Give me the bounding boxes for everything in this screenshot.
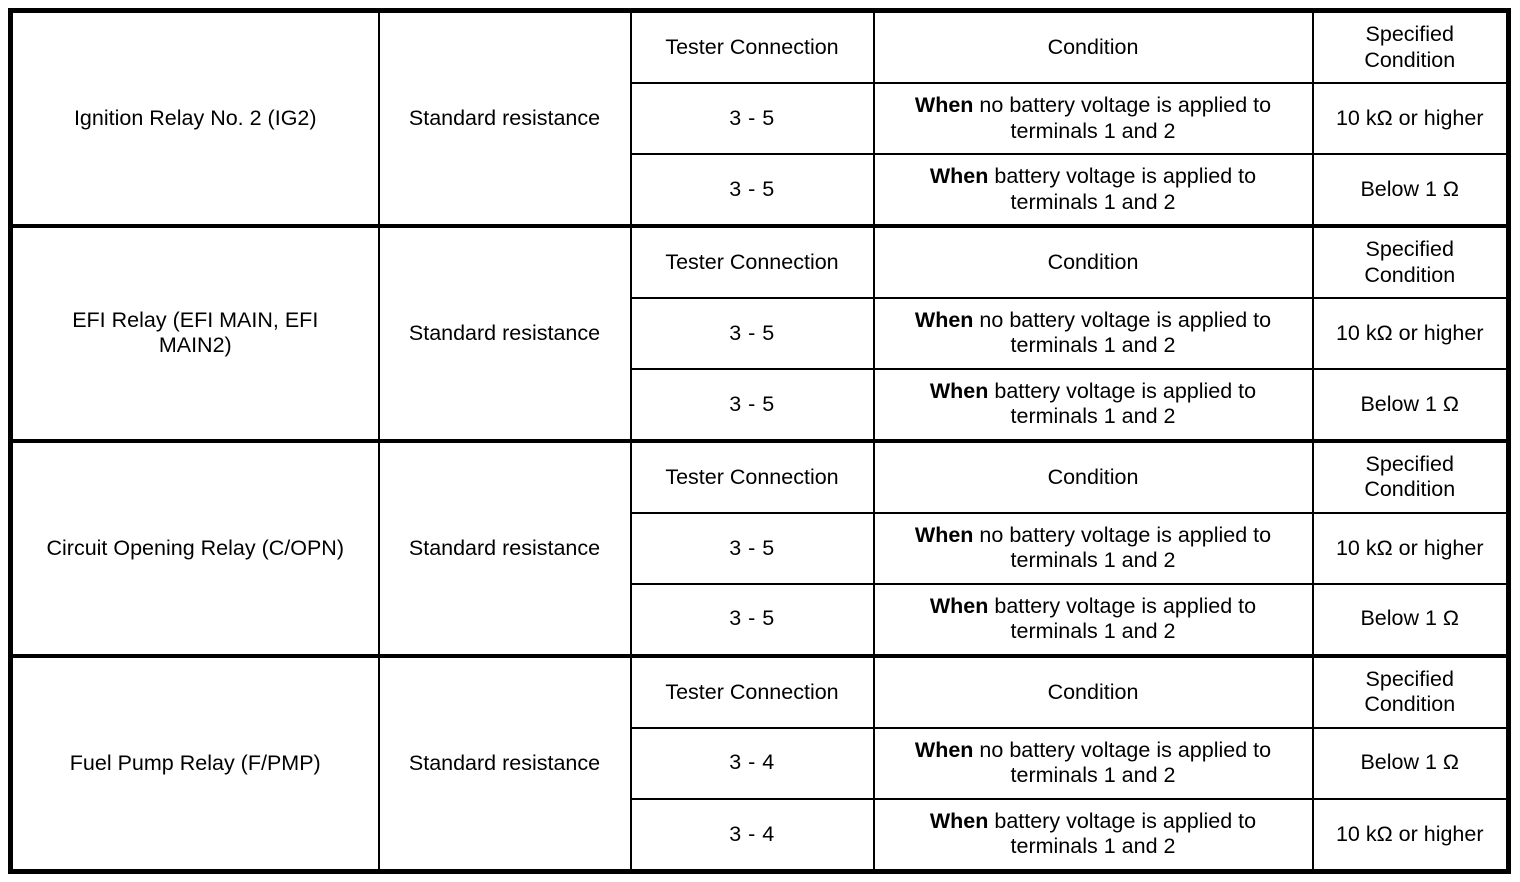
tester-connection-header: Tester Connection bbox=[629, 653, 875, 729]
tester-connection-value: 3 - 5 bbox=[629, 582, 875, 657]
condition-rest-line-1: no battery voltage is applied to bbox=[973, 522, 1272, 547]
table-body: Ignition Relay No. 2 (IG2)Standard resis… bbox=[9, 8, 1510, 873]
condition-header: Condition bbox=[872, 224, 1314, 300]
specified-condition-header-line-1: Specified bbox=[1365, 21, 1454, 46]
condition-lead-word: When bbox=[914, 92, 974, 117]
condition-lead-word: When bbox=[929, 593, 989, 618]
table-row: Circuit Opening Relay (C/OPN)Standard re… bbox=[9, 438, 1510, 657]
condition-rest-line-1: no battery voltage is applied to bbox=[973, 737, 1272, 762]
relay-name-cell: Fuel Pump Relay (F/PMP) bbox=[9, 653, 380, 873]
specified-condition-value: 10 kΩ or higher bbox=[1311, 797, 1510, 873]
condition-lead-word: When bbox=[929, 378, 989, 403]
specified-condition-value: Below 1 Ω bbox=[1311, 582, 1510, 657]
relay-name-cell: Circuit Opening Relay (C/OPN) bbox=[9, 438, 380, 657]
relay-inspection-table: Ignition Relay No. 2 (IG2)Standard resis… bbox=[8, 8, 1511, 874]
tester-connection-header: Tester Connection bbox=[629, 224, 875, 300]
condition-lead-word: When bbox=[914, 737, 974, 762]
condition-rest-line-1: no battery voltage is applied to bbox=[973, 307, 1272, 332]
condition-rest-line-1: battery voltage is applied to bbox=[988, 378, 1257, 403]
condition-line-2: terminals 1 and 2 bbox=[1010, 548, 1176, 573]
tester-connection-header: Tester Connection bbox=[629, 8, 875, 85]
condition-line-2: terminals 1 and 2 bbox=[1010, 118, 1176, 143]
specified-condition-value: Below 1 Ω bbox=[1311, 367, 1510, 442]
tester-connection-value: 3 - 5 bbox=[629, 367, 875, 442]
test-type-cell: Standard resistance bbox=[377, 438, 632, 657]
specified-condition-header-line-2: Condition bbox=[1364, 477, 1456, 502]
condition-lead-word: When bbox=[929, 808, 989, 833]
relay-name-cell: Ignition Relay No. 2 (IG2) bbox=[9, 8, 380, 228]
condition-header: Condition bbox=[872, 438, 1314, 514]
condition-line-2: terminals 1 and 2 bbox=[1010, 763, 1176, 788]
condition-line-2: terminals 1 and 2 bbox=[1010, 404, 1176, 429]
specified-condition-header-line-1: Specified bbox=[1365, 236, 1454, 261]
table-row: Ignition Relay No. 2 (IG2)Standard resis… bbox=[9, 8, 1510, 228]
specified-condition-header-line-1: Specified bbox=[1365, 666, 1454, 691]
condition-rest-line-1: no battery voltage is applied to bbox=[973, 92, 1272, 117]
condition-rest-line-1: battery voltage is applied to bbox=[988, 163, 1257, 188]
test-type-cell: Standard resistance bbox=[377, 8, 632, 228]
condition-lead-word: When bbox=[914, 307, 974, 332]
condition-line-2: terminals 1 and 2 bbox=[1010, 834, 1176, 859]
specified-condition-header-line-2: Condition bbox=[1364, 692, 1456, 717]
condition-rest-line-1: battery voltage is applied to bbox=[988, 808, 1257, 833]
specified-condition-value: 10 kΩ or higher bbox=[1311, 82, 1510, 155]
table-row: Fuel Pump Relay (F/PMP)Standard resistan… bbox=[9, 653, 1510, 873]
tester-connection-value: 3 - 4 bbox=[629, 726, 875, 800]
condition-line-2: terminals 1 and 2 bbox=[1010, 189, 1176, 214]
tester-connection-value: 3 - 5 bbox=[629, 82, 875, 155]
condition-lead-word: When bbox=[929, 163, 989, 188]
condition-header: Condition bbox=[872, 8, 1314, 85]
specified-condition-header-line-1: Specified bbox=[1365, 451, 1454, 476]
tester-connection-value: 3 - 5 bbox=[629, 297, 875, 370]
condition-line-2: terminals 1 and 2 bbox=[1010, 333, 1176, 358]
relay-name-line-2: MAIN2) bbox=[158, 333, 232, 358]
condition-rest-line-1: battery voltage is applied to bbox=[988, 593, 1257, 618]
condition-header: Condition bbox=[872, 653, 1314, 729]
tester-connection-value: 3 - 4 bbox=[629, 797, 875, 873]
specified-condition-header-line-2: Condition bbox=[1364, 262, 1456, 287]
tester-connection-value: 3 - 5 bbox=[629, 511, 875, 585]
specified-condition-header-line-2: Condition bbox=[1364, 47, 1456, 72]
test-type-cell: Standard resistance bbox=[377, 224, 632, 442]
specified-condition-value: 10 kΩ or higher bbox=[1311, 297, 1510, 370]
specified-condition-value: Below 1 Ω bbox=[1311, 726, 1510, 800]
condition-lead-word: When bbox=[914, 522, 974, 547]
relay-name-line-1: EFI Relay (EFI MAIN, EFI bbox=[72, 307, 319, 332]
tester-connection-header: Tester Connection bbox=[629, 438, 875, 514]
test-type-cell: Standard resistance bbox=[377, 653, 632, 873]
specified-condition-value: 10 kΩ or higher bbox=[1311, 511, 1510, 585]
condition-line-2: terminals 1 and 2 bbox=[1010, 619, 1176, 644]
tester-connection-value: 3 - 5 bbox=[629, 152, 875, 228]
specified-condition-value: Below 1 Ω bbox=[1311, 152, 1510, 228]
